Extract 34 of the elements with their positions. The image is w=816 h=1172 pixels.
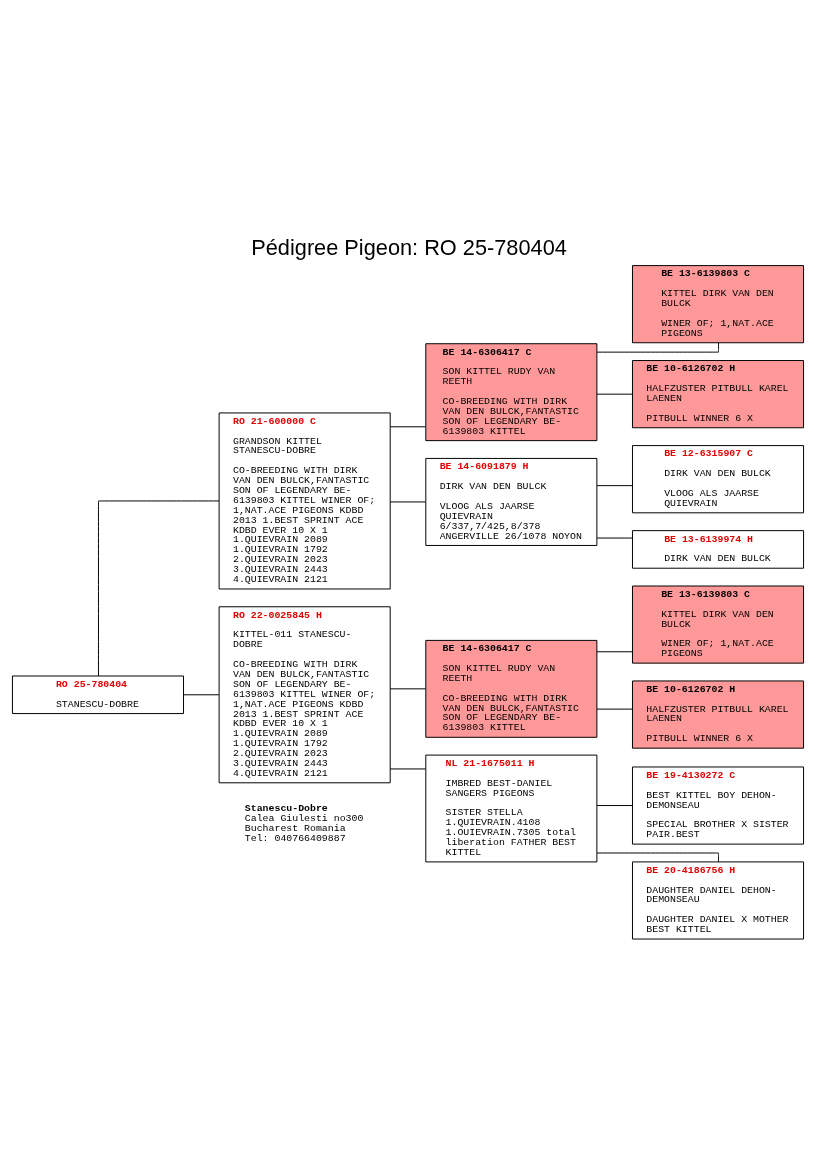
label: Stanescu-Dobre [244,802,328,814]
connector [596,708,633,710]
connector [596,650,633,652]
node-box: BE 10-6126702 H HALFZUSTER PITBULL KAREL LAENEN PITBULL WINNER 6 X [632,679,805,749]
node-box: BE 14-6306417 C SON KITTEL RUDY VAN REETH CO-BREEDING WITH DIRK VAN DEN BULCK,FANTASTIC SON OF LEGENDARY BE- 6139803 KITTEL [425,639,598,738]
node-box: BE 13-6139803 C KITTEL DIRK VAN DEN BULCK WINER OF; 1,NAT.ACE PIGEONS [632,264,805,343]
connector [389,767,426,769]
label: Calea Giulesti no300 [244,812,364,824]
node-box: BE 14-6091879 H DIRK VAN DEN BULCK VLOOG ALS JAARSE QUIEVRAIN 6/337,7/425,8/378 ANGERVILLE 26/1078 NOYON [425,457,598,546]
connector [596,393,633,395]
connector [596,852,719,862]
node-box: RO 22-0025845 H KITTEL-011 STANESCU-DOBRE CO-BREEDING WITH DIRK VAN DEN BULCK,FANTASTIC SON OF LEGENDARY BE- 6139803 KITTEL WINER OF; 1,NAT.ACE PIGEONS KDBD 2013 1.BEST SPRINT ACE KDBD EVER 10 X 1 1.QUIEVRAIN 2089 1.QUIEVRAIN 1792 2.QUIEVRAIN 2023 3.QUIEVRAIN 2443 4.QUIEVRAIN 2121 [218,605,391,783]
node-box: BE 19-4130272 C BEST KITTEL BOY DEHON-DEMONSEAU SPECIAL BROTHER X SISTER PAIR.BEST [632,766,805,845]
connector [389,500,426,502]
node-box: RO 25-780404 STANESCU-DOBRE [11,675,184,714]
node-box: BE 13-6139803 C KITTEL DIRK VAN DEN BULCK WINER OF; 1,NAT.ACE PIGEONS [632,585,805,664]
label: Tel: 040766409887 [244,832,346,844]
node-box: BE 13-6139974 H DIRK VAN DEN BULCK [632,529,805,569]
connector [596,804,633,806]
node-box: NL 21-1675011 H IMBRED BEST-DANIEL SANGERS PIGEONS SISTER STELLA 1.QUIEVRAIN.4108 1.OUIEVRAIN.7305 total liberation FATHER BEST KITTEL [425,754,598,862]
connector [183,693,220,695]
connector [596,484,633,486]
node-box: BE 12-6315907 C DIRK VAN DEN BULCK VLOOG ALS JAARSE QUIEVRAIN [632,444,805,513]
connector [389,687,426,689]
node-box: BE 14-6306417 C SON KITTEL RUDY VAN REETH CO-BREEDING WITH DIRK VAN DEN BULCK,FANTASTIC SON OF LEGENDARY BE- 6139803 KITTEL [425,342,598,441]
node-box: BE 10-6126702 H HALFZUSTER PITBULL KAREL LAENEN PITBULL WINNER 6 X [632,359,805,428]
connector [389,425,426,427]
node-box: RO 21-600000 C GRANDSON KITTEL STANESCU-DOBRE CO-BREEDING WITH DIRK VAN DEN BULCK,FANTASTIC SON OF LEGENDARY BE- 6139803 KITTEL WINER OF; 1,NAT.ACE PIGEONS KDBD 2013 1.BEST SPRINT ACE KDBD EVER 10 X 1 1.QUIEVRAIN 2089 1.QUIEVRAIN 1792 2.QUIEVRAIN 2023 3.QUIEVRAIN 2443 4.QUIEVRAIN 2121 [218,411,391,589]
node-box: BE 20-4186756 H DAUGHTER DANIEL DEHON-DEMONSEAU DAUGHTER DANIEL X MOTHER BEST KITTEL [632,860,805,940]
diagram-title: Pédigree Pigeon: RO 25-780404 [251,234,567,260]
connector [97,499,220,676]
label: Bucharest Romania [244,822,346,834]
connector [596,341,719,353]
connector [596,537,633,539]
